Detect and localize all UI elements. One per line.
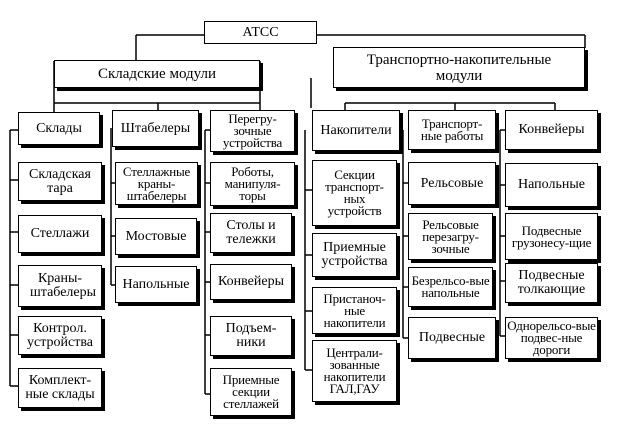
node-podvesnye-tolkayushchie: Подвесные толкающие xyxy=(505,263,598,303)
node-priemnye-ustroistva: Приемные устройства xyxy=(312,233,397,277)
node-podvesnye-gruzonesushchie: Подвесные грузонесу-щие xyxy=(505,213,598,260)
node-stoly-telezhki: Столы и тележки xyxy=(210,213,292,253)
root-node: АТСС xyxy=(204,21,317,44)
node-shtabelery: Штабелеры xyxy=(112,110,199,147)
node-pristanochnye: Пристаноч-ные накопители xyxy=(312,287,397,334)
node-stellazhnye-krany: Стеллажные краны-штабелеры xyxy=(115,162,198,205)
node-roboty: Роботы, манипуля-торы xyxy=(210,162,295,206)
node-kontrol-ustroistva: Контрол. устройства xyxy=(18,316,102,355)
node-podvesnye: Подвесные xyxy=(408,317,496,359)
branch-storage-modules: Складские модули xyxy=(54,60,260,88)
node-skladskaya-tara: Складская тара xyxy=(18,162,102,201)
branch-storage-label: Складские модули xyxy=(98,66,216,82)
node-relsovye-peregruzochnye: Рельсовые перезагру-зочные xyxy=(408,213,493,260)
node-komplektnye-sklady: Комплект-ные склады xyxy=(18,368,102,408)
node-konveiery-3: Конвейеры xyxy=(210,264,292,300)
node-priemnye-sektsii: Приемные секции стеллажей xyxy=(210,368,292,416)
node-transportnye-raboty: Транспорт-ные работы xyxy=(408,110,496,150)
node-napolnye-konveiery: Напольные xyxy=(505,163,598,207)
node-mostovye: Мостовые xyxy=(115,218,197,255)
node-peregruzochnye: Перегру-зочные устройства xyxy=(210,110,295,152)
root-label: АТСС xyxy=(242,24,279,40)
node-konveiery: Конвейеры xyxy=(505,110,598,150)
node-bezrelsovye: Безрельсо-вые напольные xyxy=(408,267,493,307)
branch-transport-label: Транспортно-накопительные модули xyxy=(366,51,552,84)
node-sklady: Склады xyxy=(18,112,100,145)
node-napolnye-shtabelery: Напольные xyxy=(115,266,197,303)
node-sektsii-transportnykh: Секции транспорт-ных устройств xyxy=(312,160,397,226)
node-nakopiteli: Накопители xyxy=(312,110,400,151)
node-relsovye: Рельсовые xyxy=(408,162,496,205)
node-krany-shtabelery: Краны-штабелеры xyxy=(18,265,102,307)
branch-transport-modules: Транспортно-накопительные модули xyxy=(333,47,585,88)
node-stellazhi: Стеллажи xyxy=(18,215,102,253)
node-podemniki: Подъем-ники xyxy=(210,316,292,356)
node-odnorelsovye: Однорельсо-вые подвес-ные дороги xyxy=(505,317,598,359)
node-tsentralizovannye: Централи-зованные накопители ГАЛ,ГАУ xyxy=(312,340,397,402)
